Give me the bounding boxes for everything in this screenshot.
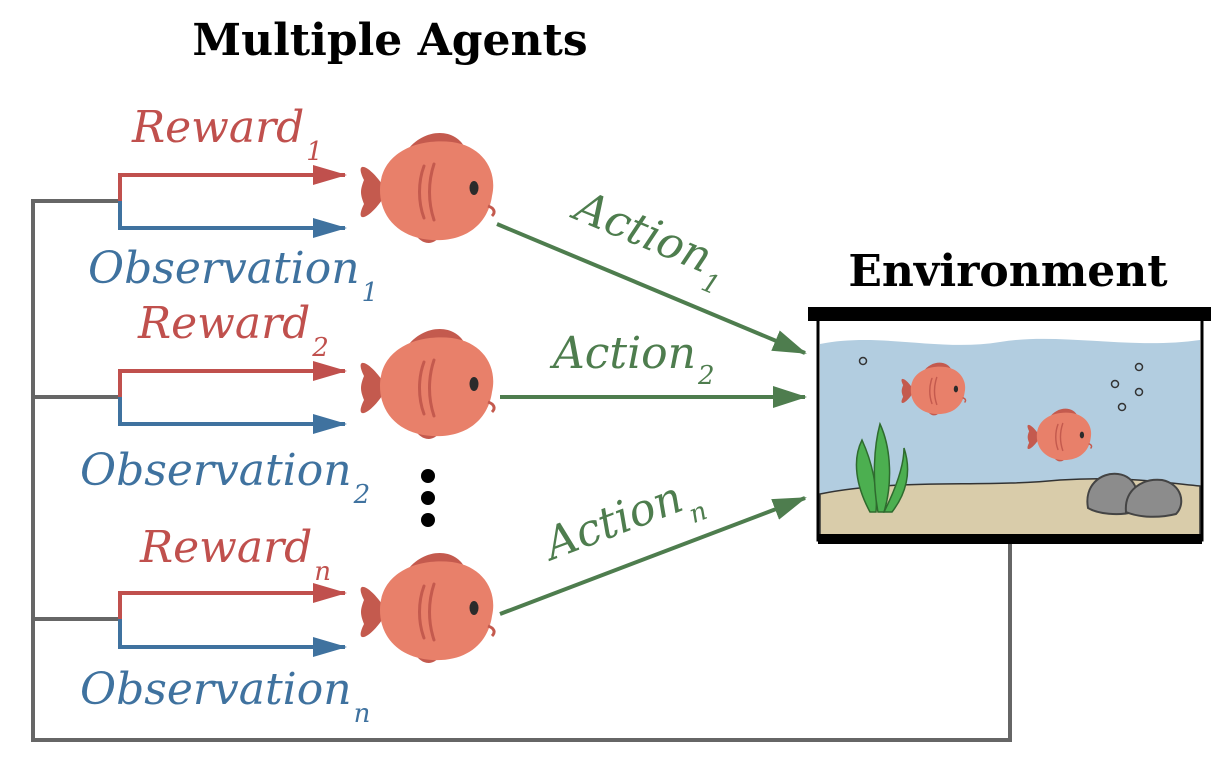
observation-arrow-n bbox=[118, 619, 347, 657]
observation-label-2: Observation2 bbox=[80, 445, 370, 510]
feedback-loop bbox=[31, 199, 1012, 742]
fish-icon bbox=[359, 551, 496, 665]
reward-arrow-n bbox=[118, 583, 347, 619]
rock-icon bbox=[1086, 472, 1183, 518]
reward-arrow-1 bbox=[118, 165, 347, 201]
observation-arrow-1 bbox=[118, 201, 347, 238]
observation-arrow-2 bbox=[118, 397, 347, 434]
vertical-ellipsis-icon bbox=[421, 469, 435, 527]
reward-label-1: Reward1 bbox=[131, 102, 323, 167]
action-label-2: Action2 bbox=[549, 328, 715, 391]
title: Multiple Agents bbox=[192, 15, 587, 66]
action-arrow-1 bbox=[496, 222, 807, 355]
bubbles-icon bbox=[858, 356, 1144, 412]
observation-label-1: Observation1 bbox=[88, 243, 378, 308]
action-arrow-n bbox=[499, 496, 807, 616]
seaweed-icon bbox=[855, 421, 909, 513]
agent-group-2: Reward2 Observation2 Action2 bbox=[80, 298, 807, 510]
reward-arrow-2 bbox=[118, 361, 347, 397]
reward-label-n: Rewardn bbox=[139, 522, 331, 587]
tank-lid bbox=[808, 307, 1211, 321]
observation-label-n: Observationn bbox=[80, 664, 370, 729]
action-label-1: Action1 bbox=[559, 180, 736, 302]
fish-icon bbox=[359, 327, 496, 441]
reward-label-2: Reward2 bbox=[137, 298, 329, 363]
tank-base bbox=[818, 534, 1202, 544]
environment-title: Environment bbox=[848, 246, 1168, 297]
aquarium-icon bbox=[808, 307, 1211, 544]
agent-group-n: Rewardn Observationn Actionn bbox=[80, 472, 807, 729]
fish-icon bbox=[359, 131, 496, 245]
